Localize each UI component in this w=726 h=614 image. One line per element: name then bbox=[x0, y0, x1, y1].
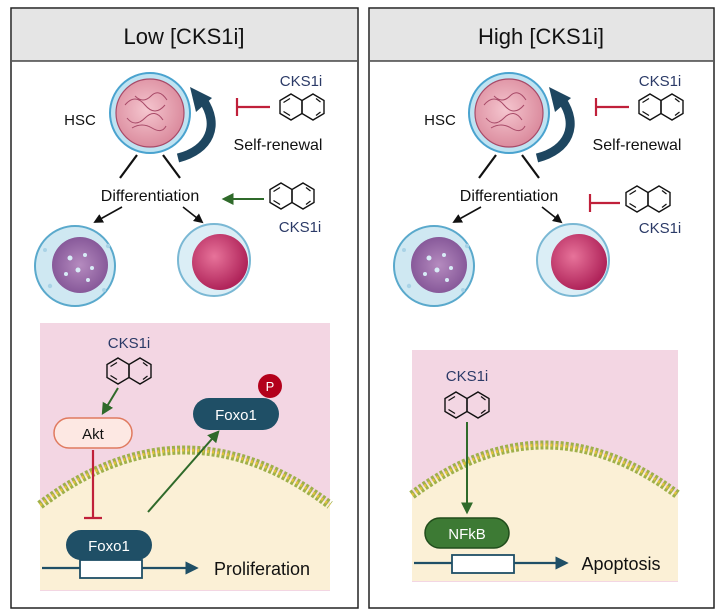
foxo1-node bbox=[66, 530, 152, 560]
outcome-label: Proliferation bbox=[214, 559, 310, 579]
hsc-label: HSC bbox=[424, 112, 456, 129]
self-renewal-label: Self-renewal bbox=[234, 137, 323, 154]
self-renewal-arrow bbox=[535, 97, 575, 163]
inhibitor-label-top: CKS1i bbox=[280, 73, 323, 90]
nfkb-label: NFkB bbox=[448, 526, 486, 543]
akt-node bbox=[53, 417, 133, 449]
inhibitor-label-diff: CKS1i bbox=[639, 220, 682, 237]
foxo1-phospho-node bbox=[193, 398, 279, 430]
inset-high: CKS1i NFkB Apoptosis bbox=[409, 350, 681, 582]
myeloid-cell bbox=[393, 225, 475, 307]
panel-header bbox=[370, 9, 713, 61]
akt-label: Akt bbox=[82, 426, 105, 443]
erythroid-cell bbox=[177, 223, 251, 297]
gene-box bbox=[451, 554, 515, 574]
inhibitor-label-top: CKS1i bbox=[639, 73, 682, 90]
phospho-badge bbox=[258, 374, 282, 398]
nfkb-node bbox=[424, 517, 510, 549]
myeloid-cell bbox=[34, 225, 116, 307]
inhibitor-label-diff: CKS1i bbox=[279, 219, 322, 236]
panel-low: Low [CKS1i] HSC Self-renewal CKS1i Diffe… bbox=[10, 7, 359, 609]
phospho-label: P bbox=[266, 379, 275, 394]
inset-inhibitor-label: CKS1i bbox=[446, 368, 489, 385]
panel-high: High [CKS1i] HSC Self-renewal CKS1i Diff… bbox=[368, 7, 715, 609]
gene-box bbox=[79, 559, 143, 579]
outcome-label: Apoptosis bbox=[581, 554, 660, 574]
panel-title: Low [CKS1i] bbox=[123, 24, 244, 49]
self-renewal-arrow bbox=[176, 97, 216, 163]
self-renewal-label: Self-renewal bbox=[593, 137, 682, 154]
hsc-label: HSC bbox=[64, 112, 96, 129]
inset-low: CKS1i Akt Foxo1 P Foxo1 Proliferation bbox=[37, 323, 333, 591]
inset-inhibitor-label: CKS1i bbox=[108, 335, 151, 352]
foxo1p-label: Foxo1 bbox=[215, 407, 257, 424]
panel-header bbox=[12, 9, 357, 61]
foxo1-label: Foxo1 bbox=[88, 538, 130, 555]
erythroid-cell bbox=[536, 223, 610, 297]
differentiation-label: Differentiation bbox=[101, 188, 199, 205]
self-renewal-arrowhead bbox=[190, 87, 212, 112]
differentiation-label: Differentiation bbox=[460, 188, 558, 205]
hsc-cell bbox=[468, 72, 550, 154]
panel-title: High [CKS1i] bbox=[478, 24, 604, 49]
hsc-cell bbox=[109, 72, 191, 154]
self-renewal-arrowhead bbox=[549, 87, 571, 112]
